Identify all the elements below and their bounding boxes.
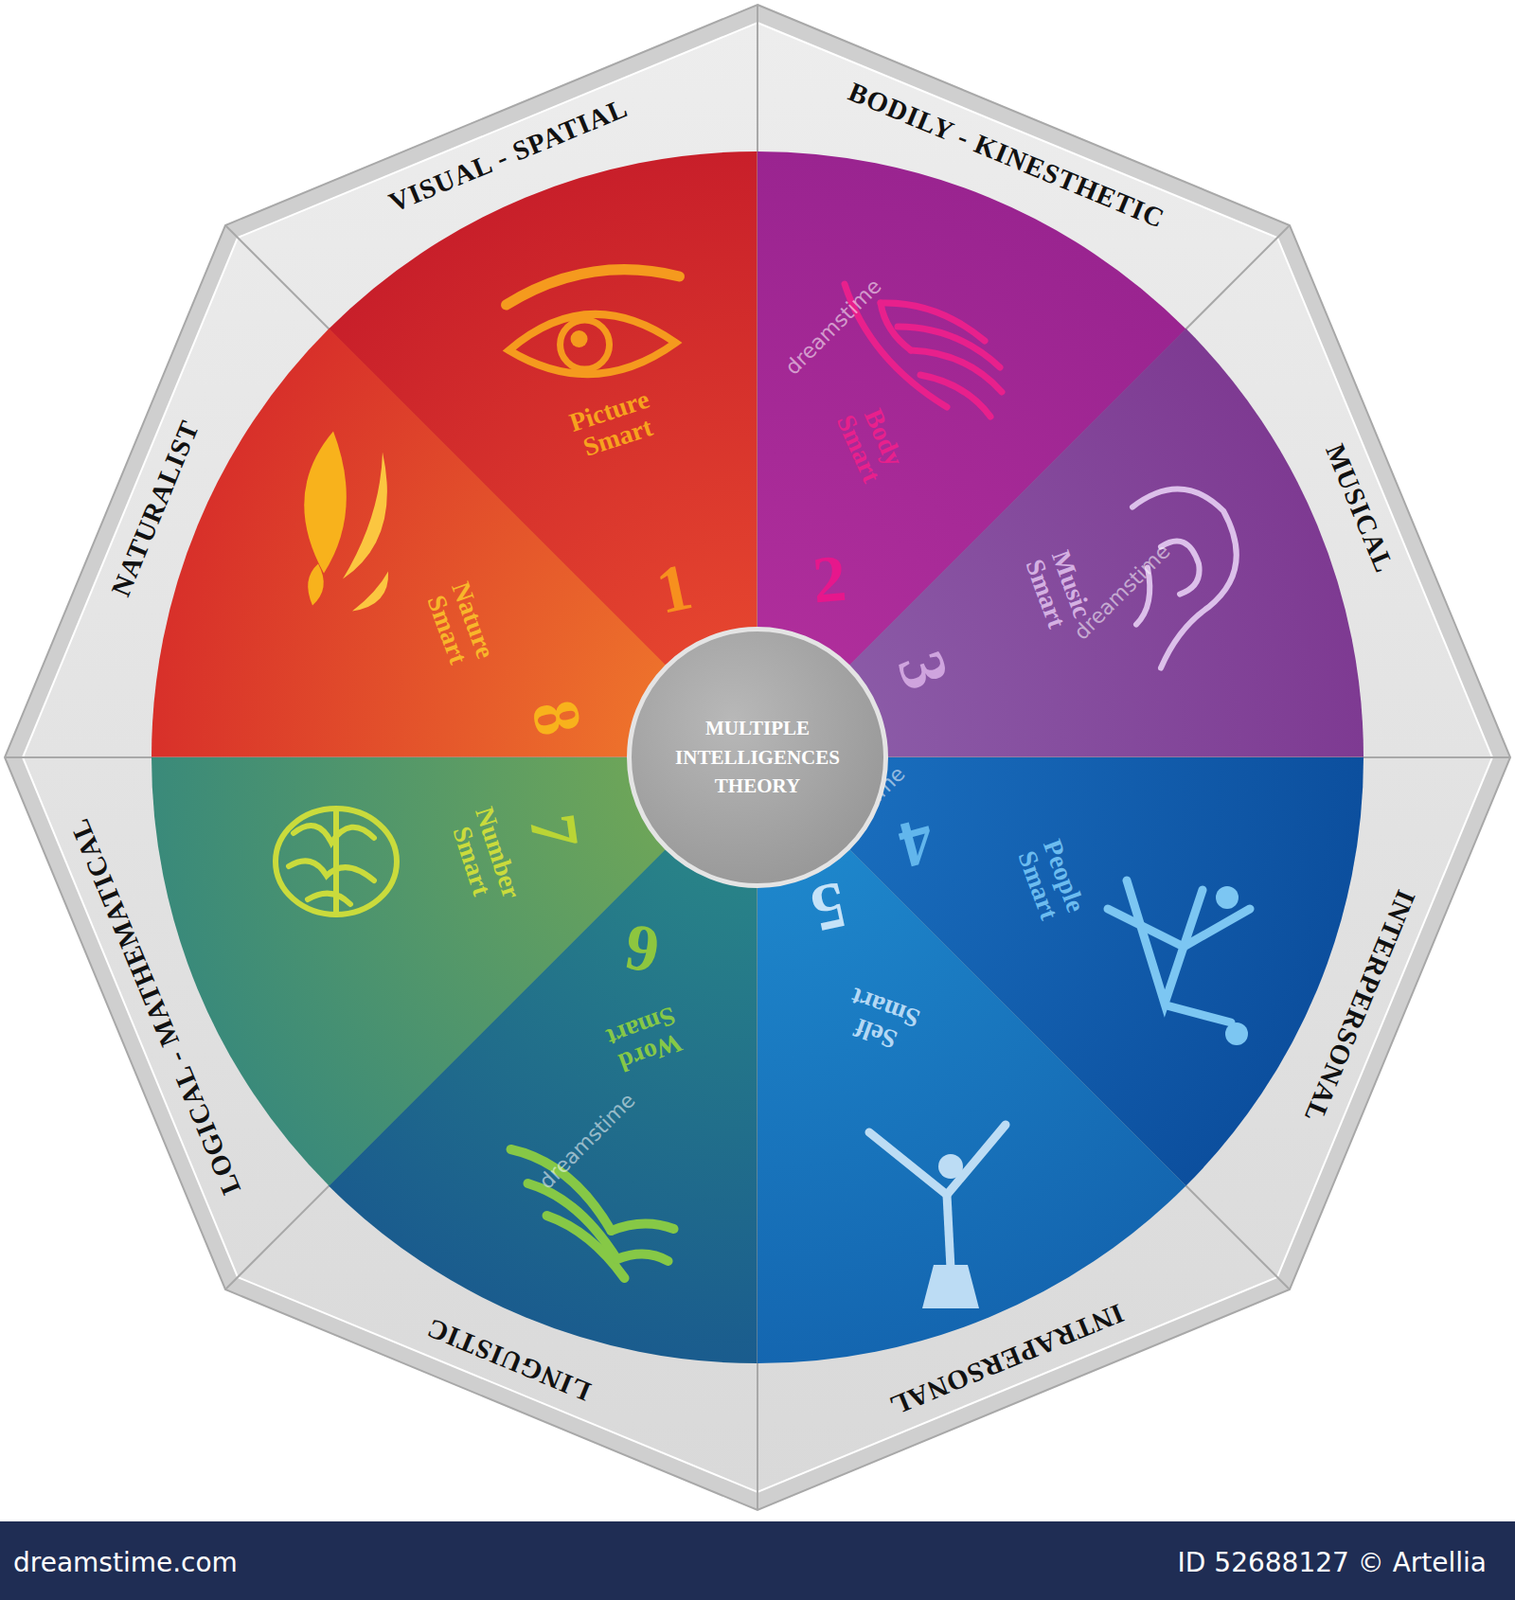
- center-circle: MULTIPLE INTELLIGENCES THEORY: [626, 626, 889, 889]
- footer-site: dreamstime.com: [13, 1547, 238, 1579]
- center-title: MULTIPLE INTELLIGENCES THEORY: [675, 713, 840, 801]
- footer-id: ID 52688127 © Artellia: [1177, 1547, 1487, 1579]
- callout-number: 2: [810, 545, 850, 615]
